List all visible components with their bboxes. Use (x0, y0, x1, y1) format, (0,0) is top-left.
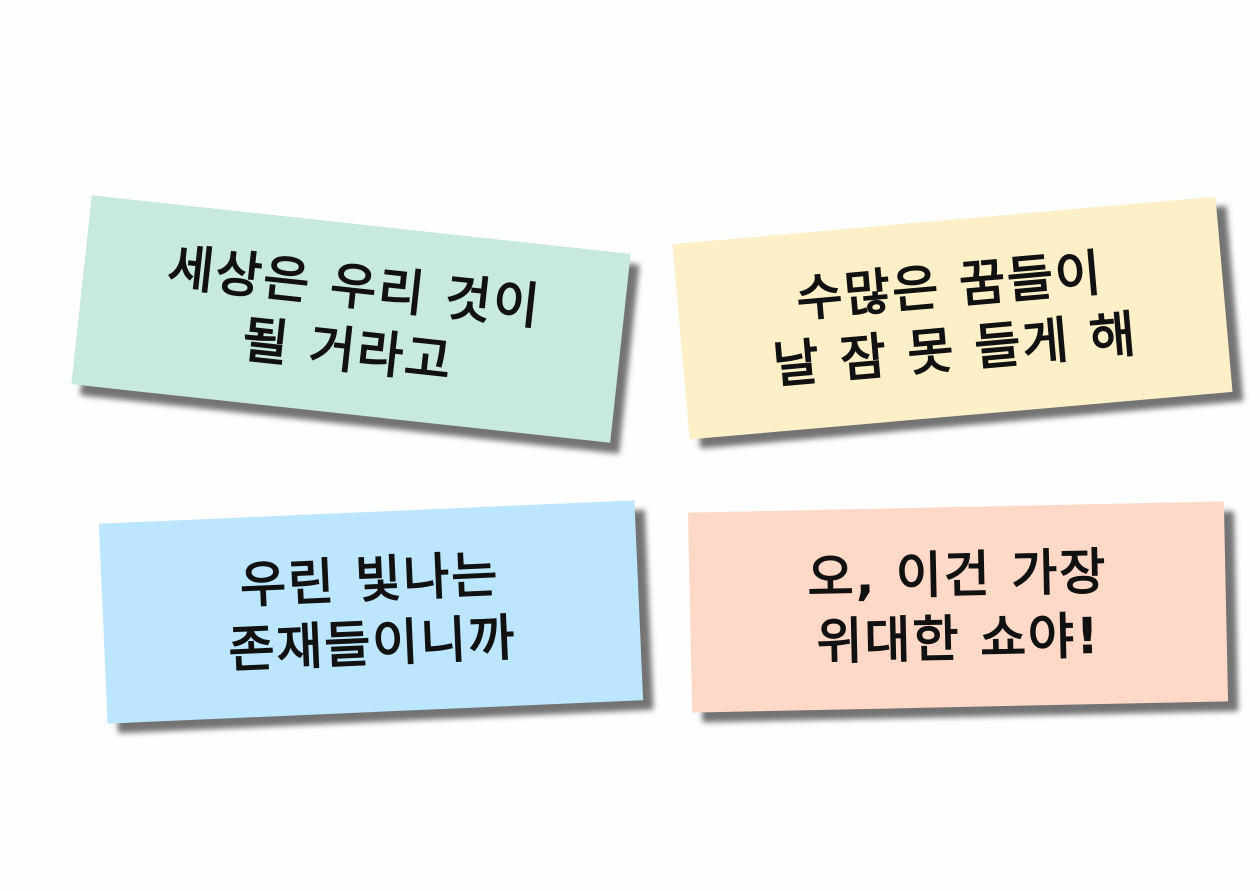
sticky-note-2: 수많은 꿈들이 날 잠 못 들게 해 (672, 196, 1233, 440)
note-3-line-1: 우린 빛나는 (238, 545, 501, 615)
note-4-line-2: 위대한 쇼야! (815, 607, 1102, 671)
sticky-note-1: 세상은 우리 것이 될 거라고 (71, 195, 631, 443)
sticky-note-3: 우린 빛나는 존재들이니까 (98, 500, 644, 724)
sticky-note-4: 오, 이건 가장 위대한 쇼야! (687, 501, 1229, 713)
note-3-line-2: 존재들이니까 (227, 608, 518, 680)
note-4-line-1: 오, 이건 가장 (806, 542, 1108, 608)
